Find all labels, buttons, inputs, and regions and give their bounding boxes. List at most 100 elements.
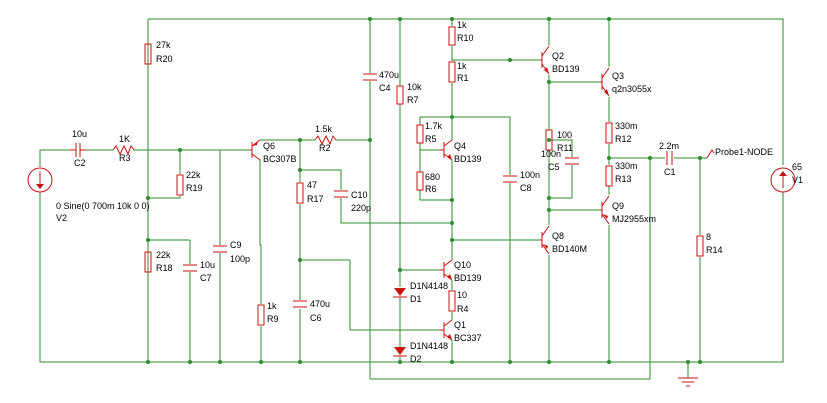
capacitor-C8 — [503, 175, 517, 183]
capacitor-C6 — [293, 300, 307, 308]
resistor-R5 — [416, 124, 424, 144]
resistor-R14 — [696, 235, 704, 257]
label-R20-ref: R20 — [156, 54, 173, 64]
label-C5-value: 100n — [541, 149, 561, 159]
voltage-source-V2 — [27, 167, 53, 193]
resistor-R7 — [396, 85, 404, 105]
label-C6-value: 470u — [310, 299, 330, 309]
label-R18-value: 22k — [156, 250, 171, 260]
label-V1-ref: V1 — [792, 175, 803, 185]
label-R9-value: 1k — [267, 301, 277, 311]
component-labels: 27k R20 10u C2 1K R3 0 Sine(0 700m 10k 0… — [56, 20, 803, 364]
label-Q3-value: q2n3055x — [612, 84, 652, 94]
label-C9-ref: C9 — [230, 240, 242, 250]
resistor-R18 — [144, 251, 152, 273]
diode-D1 — [393, 288, 407, 298]
label-Q10-ref: Q10 — [454, 260, 471, 270]
label-R5-ref: R5 — [425, 134, 437, 144]
resistor-R12 — [605, 122, 613, 144]
label-R14-value: 8 — [706, 232, 711, 242]
label-Q1-ref: Q1 — [454, 320, 466, 330]
capacitor-C1 — [666, 151, 673, 165]
resistor-R17 — [296, 182, 304, 204]
label-C2-ref: C2 — [74, 158, 86, 168]
resistor-R20 — [144, 43, 152, 65]
label-R11-value: 100 — [557, 130, 572, 140]
label-C8-ref: C8 — [520, 183, 532, 193]
label-C7-value: 10u — [200, 260, 215, 270]
label-Q6-ref: Q6 — [263, 141, 275, 151]
capacitor-C10 — [334, 190, 348, 198]
label-R17-value: 47 — [307, 180, 317, 190]
label-R12-ref: R12 — [615, 134, 632, 144]
label-Q6-value: BC307B — [263, 154, 297, 164]
label-R7-value: 10k — [407, 82, 422, 92]
label-R5-value: 1.7k — [425, 121, 443, 131]
label-R10-value: 1k — [457, 20, 467, 30]
label-R6-value: 680 — [425, 172, 440, 182]
label-R1-ref: R1 — [457, 73, 469, 83]
label-C1-ref: C1 — [664, 167, 676, 177]
label-Q3-ref: Q3 — [612, 71, 624, 81]
label-R19-value: 22k — [186, 170, 201, 180]
label-R2-ref: R2 — [319, 143, 331, 153]
label-C6-ref: C6 — [310, 313, 322, 323]
label-Q9-value: MJ2955xm — [612, 214, 656, 224]
label-C8-value: 100n — [520, 170, 540, 180]
label-R3-value: 1K — [119, 134, 130, 144]
transistor-Q3 — [600, 67, 610, 97]
resistor-R6 — [416, 171, 424, 191]
resistor-R2 — [314, 134, 337, 146]
transistor-Q10 — [440, 259, 453, 281]
wires — [39, 18, 784, 380]
resistor-R9 — [257, 304, 265, 326]
capacitor-C4 — [363, 73, 377, 81]
label-R4-value: 10 — [457, 290, 467, 300]
label-Q2-value: BD139 — [552, 64, 580, 74]
capacitor-C2 — [70, 143, 86, 157]
transistor-Q6 — [250, 139, 261, 161]
label-C9-value: 100p — [230, 254, 250, 264]
label-C5-ref: C5 — [548, 162, 560, 172]
label-Q8-ref: Q8 — [552, 231, 564, 241]
transistor-Q2 — [540, 45, 550, 75]
label-R1-value: 1k — [457, 61, 467, 71]
capacitor-C9 — [213, 245, 227, 253]
label-Q4-ref: Q4 — [454, 141, 466, 151]
transistor-Q9 — [600, 195, 610, 225]
label-D2-value: D1N4148 — [410, 341, 448, 351]
junction-dots — [146, 17, 702, 364]
resistor-R10 — [448, 26, 456, 46]
label-R13-value: 330m — [615, 161, 638, 171]
label-C10-value: 220p — [351, 203, 371, 213]
transistor-Q4 — [440, 139, 453, 161]
label-R3-ref: R3 — [119, 153, 131, 163]
label-Q10-value: BD139 — [454, 273, 482, 283]
resistor-R4 — [448, 290, 456, 312]
label-R9-ref: R9 — [267, 314, 279, 324]
label-R12-value: 330m — [615, 121, 638, 131]
label-D1-value: D1N4148 — [410, 281, 448, 291]
probe-label: Probe1-NODE — [715, 147, 773, 157]
voltage-source-V1 — [770, 167, 796, 193]
component-symbols — [27, 26, 796, 387]
label-R18-ref: R18 — [156, 263, 173, 273]
resistor-R13 — [605, 165, 613, 187]
label-R10-ref: R10 — [457, 33, 474, 43]
resistor-R3 — [112, 144, 135, 156]
label-R19-ref: R19 — [186, 183, 203, 193]
label-R13-ref: R13 — [615, 174, 632, 184]
capacitor-C7 — [183, 264, 197, 272]
label-R6-ref: R6 — [425, 184, 437, 194]
label-V2-value: 0 Sine(0 700m 10k 0 0) — [56, 201, 150, 211]
label-R17-ref: R17 — [307, 194, 324, 204]
label-V1-value: 65 — [792, 162, 802, 172]
label-C10-ref: C10 — [351, 190, 368, 200]
diode-D2 — [393, 347, 407, 357]
transistor-Q8 — [540, 225, 550, 255]
transistor-Q1 — [440, 319, 453, 341]
label-R7-ref: R7 — [407, 95, 419, 105]
label-R11-ref: R11 — [557, 143, 573, 153]
label-V2-ref: V2 — [56, 213, 67, 223]
